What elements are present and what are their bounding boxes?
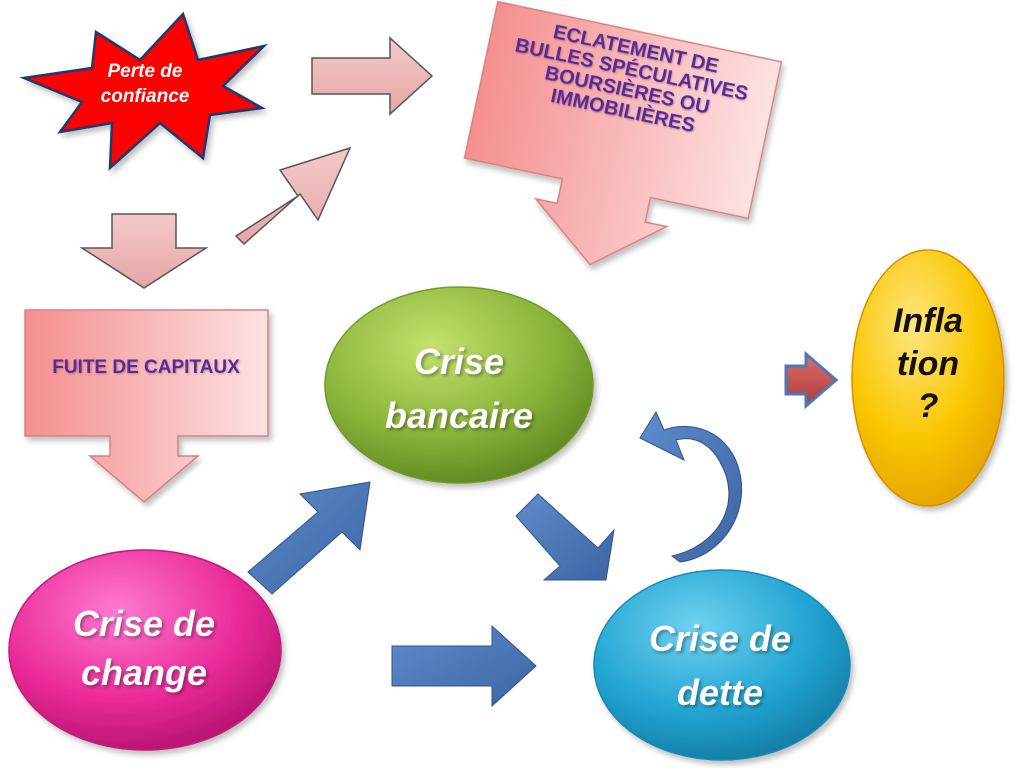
fuite-de-capitaux-callout xyxy=(24,309,269,503)
arrow-bancaire-to-dette xyxy=(515,493,615,581)
arrow-to-inflation xyxy=(784,350,839,410)
arrow-change-to-bancaire xyxy=(247,481,371,595)
crise-de-change-oval xyxy=(8,549,282,751)
arrow-perte-to-eclatement xyxy=(311,36,434,116)
eclatement-callout xyxy=(463,0,783,266)
curved-arrow-dette-to-bancaire xyxy=(639,410,743,563)
arrow-perte-to-fuite xyxy=(79,213,209,289)
crise-bancaire-oval xyxy=(324,286,594,484)
crise-de-dette-oval xyxy=(593,569,851,761)
inflation-oval xyxy=(851,249,1005,507)
arrow-perte-diagonal xyxy=(234,146,352,246)
perte-de-confiance-starburst xyxy=(19,11,268,171)
arrow-change-to-dette xyxy=(391,624,537,708)
